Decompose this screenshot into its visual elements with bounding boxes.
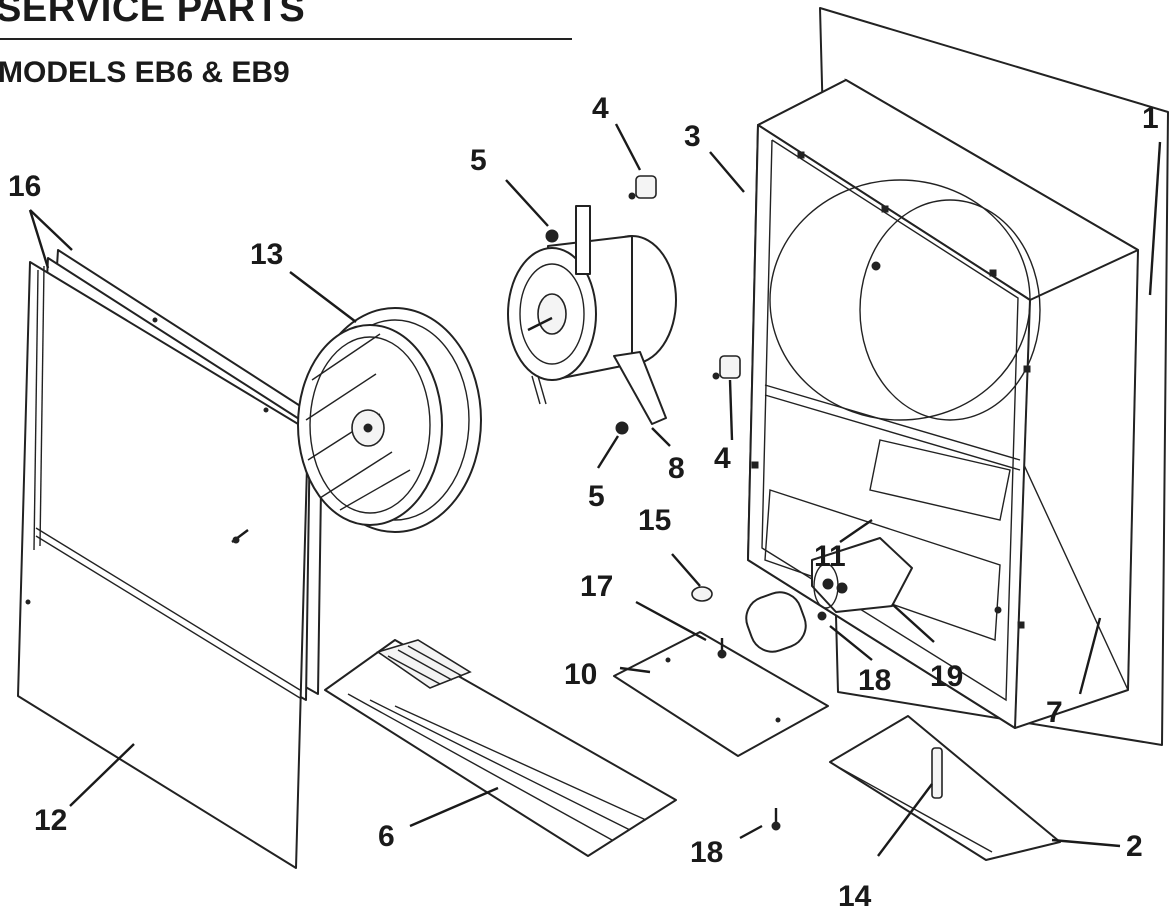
leader-lines xyxy=(28,123,1162,857)
callout-13: 13 xyxy=(250,238,283,271)
callout-15: 15 xyxy=(638,504,671,537)
callout-6: 6 xyxy=(378,820,395,853)
part-grille-tray xyxy=(324,639,677,857)
page-title: SERVICE PARTS xyxy=(0,0,306,30)
callout-3: 3 xyxy=(684,120,701,153)
callout-19: 19 xyxy=(930,660,963,693)
callout-16: 16 xyxy=(8,170,41,203)
callout-5-lower: 5 xyxy=(588,480,605,513)
part-motor-mount-upper xyxy=(628,175,657,200)
part-capacitor xyxy=(745,591,807,653)
part-screw-17 xyxy=(717,638,727,659)
part-nut-upper xyxy=(545,229,559,243)
part-cover-plate xyxy=(613,631,829,757)
part-control-box xyxy=(811,537,913,613)
callout-1: 1 xyxy=(1142,102,1159,135)
callout-4-upper: 4 xyxy=(592,92,609,125)
part-access-panel xyxy=(829,715,1061,861)
callout-12: 12 xyxy=(34,804,67,837)
callout-17: 17 xyxy=(580,570,613,603)
part-front-panel xyxy=(17,249,323,869)
part-plug xyxy=(691,586,713,602)
part-screw-18-lower xyxy=(771,808,781,831)
part-screw-18-upper xyxy=(817,611,827,621)
part-blower-wheel xyxy=(297,307,482,533)
callout-4-lower: 4 xyxy=(714,442,731,475)
callout-2: 2 xyxy=(1126,830,1143,863)
callout-8: 8 xyxy=(668,452,685,485)
callout-18-lower: 18 xyxy=(690,836,723,869)
callout-18-upper: 18 xyxy=(858,664,891,697)
part-motor xyxy=(507,205,677,425)
callout-11: 11 xyxy=(814,540,846,573)
callout-5-upper: 5 xyxy=(470,144,487,177)
callout-labels: 1 2 3 4 4 5 5 6 7 8 10 11 12 13 14 15 16… xyxy=(8,92,1159,913)
callout-14: 14 xyxy=(838,880,872,913)
title-rule xyxy=(0,38,572,40)
callout-10: 10 xyxy=(564,658,597,691)
callout-7: 7 xyxy=(1046,696,1063,729)
models-subtitle: MODELS EB6 & EB9 xyxy=(0,56,290,89)
part-nut-lower xyxy=(615,421,629,435)
part-motor-mount-lower xyxy=(712,355,741,380)
